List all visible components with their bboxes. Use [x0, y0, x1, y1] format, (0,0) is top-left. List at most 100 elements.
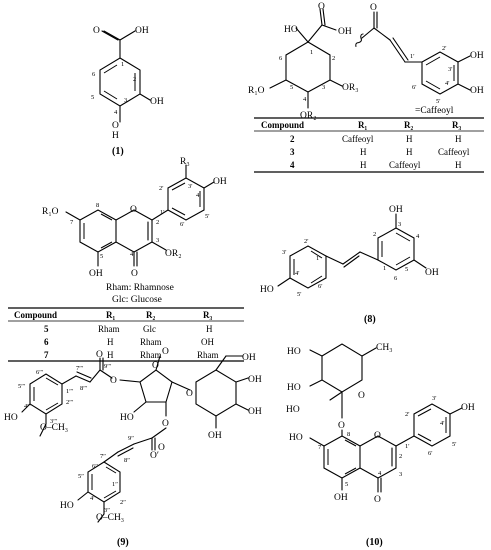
c1-carbonyl-o: O	[93, 26, 100, 36]
t1-row3-compound: 4	[290, 160, 295, 170]
c9-num-3pp: 3″	[104, 507, 110, 514]
c5-num-5p: 5'	[205, 213, 209, 220]
caffeoyl-num-2p: 2'	[442, 45, 446, 52]
c9-num-7pp: 7″	[100, 453, 106, 460]
c9-ester2-ob: O′	[150, 451, 159, 461]
c8-num-1p: 1'	[316, 255, 320, 262]
c10-num-8: 8	[347, 431, 350, 438]
c8-num-3: 3	[398, 221, 401, 228]
c2-carbonyl-o: O	[318, 2, 325, 12]
c9-oh-g4: OH	[208, 431, 222, 441]
c10-num-3: 3	[399, 471, 402, 478]
c2-or2: OR₂	[300, 111, 317, 121]
c9-ho-bot: HO	[60, 501, 74, 511]
c9-num-5pp: 5″	[78, 473, 84, 480]
c9-num-1pp: 1″	[112, 481, 118, 488]
c2-num-6: 6	[279, 55, 283, 62]
c9-num-9pp: 9″	[128, 435, 134, 442]
c9-num-8tp: 8″′	[80, 385, 88, 392]
compound-2-4-structure: HO O OH R₁O OR₃ OR₂ 1 2 3 4 5 6 O OH OH …	[248, 2, 484, 121]
compound-10-id: (10)	[366, 537, 383, 548]
c1-num-5: 5	[91, 94, 94, 101]
c9-oh-g2: OH	[248, 375, 262, 385]
c9-ester2-o: O	[158, 443, 165, 453]
caffeoyl-oh-3p: OH	[470, 51, 484, 61]
c2-or3: OR₃	[342, 83, 359, 93]
t1-header-r2: R₂	[404, 120, 413, 130]
compound-9-id: (9)	[117, 537, 129, 548]
t1-header-compound: Compound	[261, 120, 304, 130]
c5-num-5: 5	[100, 253, 103, 260]
c8-num-4p: 4'	[295, 270, 299, 277]
c9-num-8pp: 8″	[124, 457, 130, 464]
c9-ho-furan: HO	[120, 413, 134, 423]
caffeoyl-oh-4p: OH	[470, 86, 484, 96]
c10-num-4p: 4'	[440, 420, 444, 427]
c10-ch3: CH₃	[376, 343, 393, 353]
c8-oh-3: OH	[389, 205, 403, 215]
compound-5-7-structure: R₃ OH R₁O O OH O OR₂ 2 3 4 5 7 8 1' 2' 3…	[42, 157, 227, 305]
compound-8-structure: OH OH HO 1 2 3 4 5 6 1' 2' 3' 4' 5' 6' (…	[260, 205, 439, 325]
t2-row1-r2: Glc	[143, 324, 156, 334]
c5-r3: R₃	[180, 157, 190, 167]
compound-1-id: (1)	[112, 146, 124, 157]
caffeoyl-num-1p: 1'	[410, 53, 414, 60]
table-compounds-5-7: Compound R₁ R₂ R₃ 5 Rham Glc H 6 H Rham …	[8, 307, 244, 362]
c9-num-6pp: 6″	[92, 463, 98, 470]
c10-gly-o: O	[338, 421, 345, 431]
c1-num-4: 4	[114, 109, 118, 116]
c10-c4-o: O	[374, 495, 381, 505]
c8-num-5p: 5'	[297, 291, 301, 298]
rham-note: Rham: Rhamnose	[106, 283, 174, 293]
c9-ho-top: HO	[4, 413, 18, 423]
caffeoyl-num-4p: 4'	[445, 80, 449, 87]
c10-ho-b: HO	[287, 383, 301, 393]
c8-num-6p: 6'	[318, 283, 322, 290]
c8-num-2p: 2'	[304, 238, 308, 245]
c10-num-1p: 1'	[405, 443, 409, 450]
c2-num-4: 4	[303, 96, 307, 103]
c10-num-5: 5	[345, 481, 348, 488]
c2-r1o: R₁O	[248, 86, 265, 96]
caffeoyl-ketone-o: O	[370, 3, 377, 13]
t2-header-compound: Compound	[14, 310, 57, 320]
c8-num-6: 6	[394, 275, 398, 282]
t2-row1-compound: 5	[44, 324, 49, 334]
t1-row1-r3: H	[455, 134, 462, 144]
c9-o-glc: O	[186, 389, 193, 399]
table-compounds-2-4: Compound R₁ R₂ R₃ 2 Caffeoyl H H 3 H H C…	[254, 117, 484, 173]
t2-row1-r3: H	[206, 324, 213, 334]
t2-row3-compound: 7	[44, 350, 49, 360]
c9-oh-g3: OH	[248, 407, 262, 417]
t2-row2-r3: OH	[201, 337, 214, 347]
t1-row3-r2: Caffeoyl	[389, 160, 421, 170]
c8-num-2: 2	[373, 231, 376, 238]
t1-header-r3: R₃	[452, 120, 461, 130]
t2-header-r2: R₂	[146, 310, 155, 320]
compound-1-structure: O OH OH O H 1 2 3 4 5 6 (1)	[91, 26, 164, 157]
c5-ring-o: O	[130, 205, 137, 215]
c5-num-4: 4	[130, 251, 134, 258]
c10-num-4: 4	[378, 470, 382, 477]
c2-num-5: 5	[290, 84, 293, 91]
t2-row3-r1: H	[107, 350, 114, 360]
caffeoyl-note: =Caffeoyl	[415, 105, 454, 116]
c9-num-7tp: 7″′	[76, 365, 84, 372]
c5-oh-4p: OH	[213, 177, 227, 187]
c2-ho: HO	[284, 25, 298, 35]
c9-num-1tp: 1″′	[66, 388, 74, 395]
c1-num-3: 3	[124, 97, 127, 104]
c10-num-6p: 6'	[428, 450, 432, 457]
c1-acid-oh: OH	[135, 26, 149, 36]
c5-num-2: 2	[156, 219, 159, 226]
t1-row2-r2: H	[406, 147, 413, 157]
glc-note: Glc: Glucose	[112, 295, 162, 305]
c9-num-2pp: 2″	[120, 499, 126, 506]
c5-c4-o: O	[131, 269, 138, 279]
c9-och3-bot: O–CH₃	[96, 513, 124, 523]
t2-header-r1: R₁	[106, 310, 115, 320]
c10-ring-o: O	[358, 391, 365, 401]
c1-oh-4-o: O	[112, 121, 119, 131]
t2-row2-r1: H	[107, 337, 114, 347]
